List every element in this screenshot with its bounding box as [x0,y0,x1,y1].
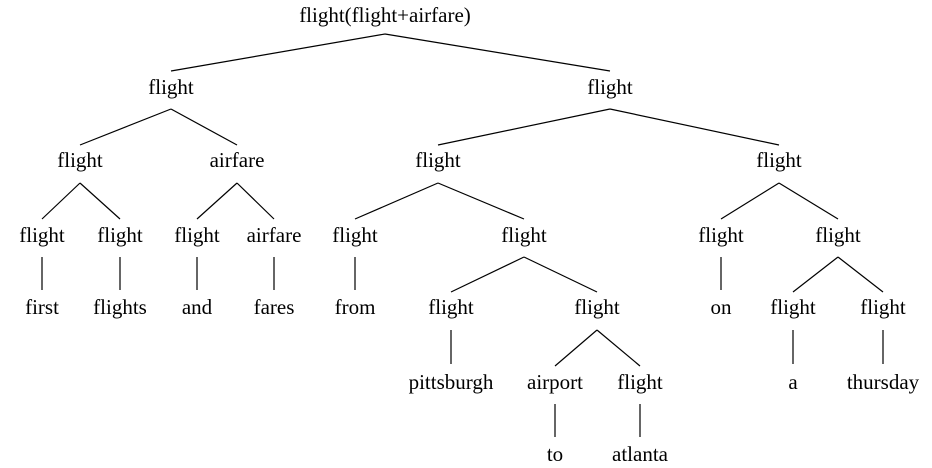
edge-n3-n7 [41,182,81,220]
node-n26: flight [770,295,816,319]
edge-n24-n26 [792,256,839,293]
edge-n5-n13 [354,182,439,220]
node-n25: on [711,295,733,319]
edge-root-n1 [170,33,386,72]
edge-n6-n24 [778,182,839,220]
node-n19: airport [527,370,583,394]
tree-nodes: flight(flight+airfare) flight flight fli… [19,3,919,466]
edge-n14-n17 [523,256,598,293]
node-n24: flight [815,223,861,247]
edge-n1-n4 [170,108,238,146]
edge-n2-n6 [609,108,780,146]
tree-edges [41,33,884,437]
edge-n17-n19 [554,329,598,367]
edge-n5-n14 [437,182,525,220]
edge-n6-n23 [720,182,780,220]
edge-n4-n8a [196,182,238,220]
edge-n1-n3 [79,108,172,146]
node-n7b: flight [97,223,143,247]
edge-n4-n8 [236,182,275,220]
node-n10: flights [93,295,147,319]
node-n8: airfare [247,223,302,247]
edge-n17-n20 [596,329,641,367]
node-n11: and [182,295,213,319]
node-n28: a [788,370,798,394]
node-n13: flight [332,223,378,247]
edge-n24-n27 [837,256,884,293]
node-n23: flight [698,223,744,247]
node-n21: to [547,442,563,466]
node-n17: flight [574,295,620,319]
node-n27: flight [860,295,906,319]
edge-n2-n5 [437,108,611,146]
edge-n14-n16 [450,256,525,293]
node-n29: thursday [847,370,920,394]
node-n7: flight [19,223,65,247]
node-n2: flight [587,75,633,99]
node-n8a: flight [174,223,220,247]
node-root: flight(flight+airfare) [299,3,471,27]
node-n22: atlanta [612,442,669,466]
node-n1: flight [148,75,194,99]
node-n6: flight [756,148,802,172]
node-n16: flight [428,295,474,319]
node-n4: airfare [210,148,265,172]
edge-n3-n7b [79,182,121,220]
node-n18: pittsburgh [409,370,494,394]
node-n12: fares [254,295,295,319]
node-n3: flight [57,148,103,172]
node-n20: flight [617,370,663,394]
node-n14: flight [501,223,547,247]
edge-root-n2 [384,33,611,72]
node-n9: first [25,295,59,319]
node-n15: from [335,295,376,319]
node-n5: flight [415,148,461,172]
